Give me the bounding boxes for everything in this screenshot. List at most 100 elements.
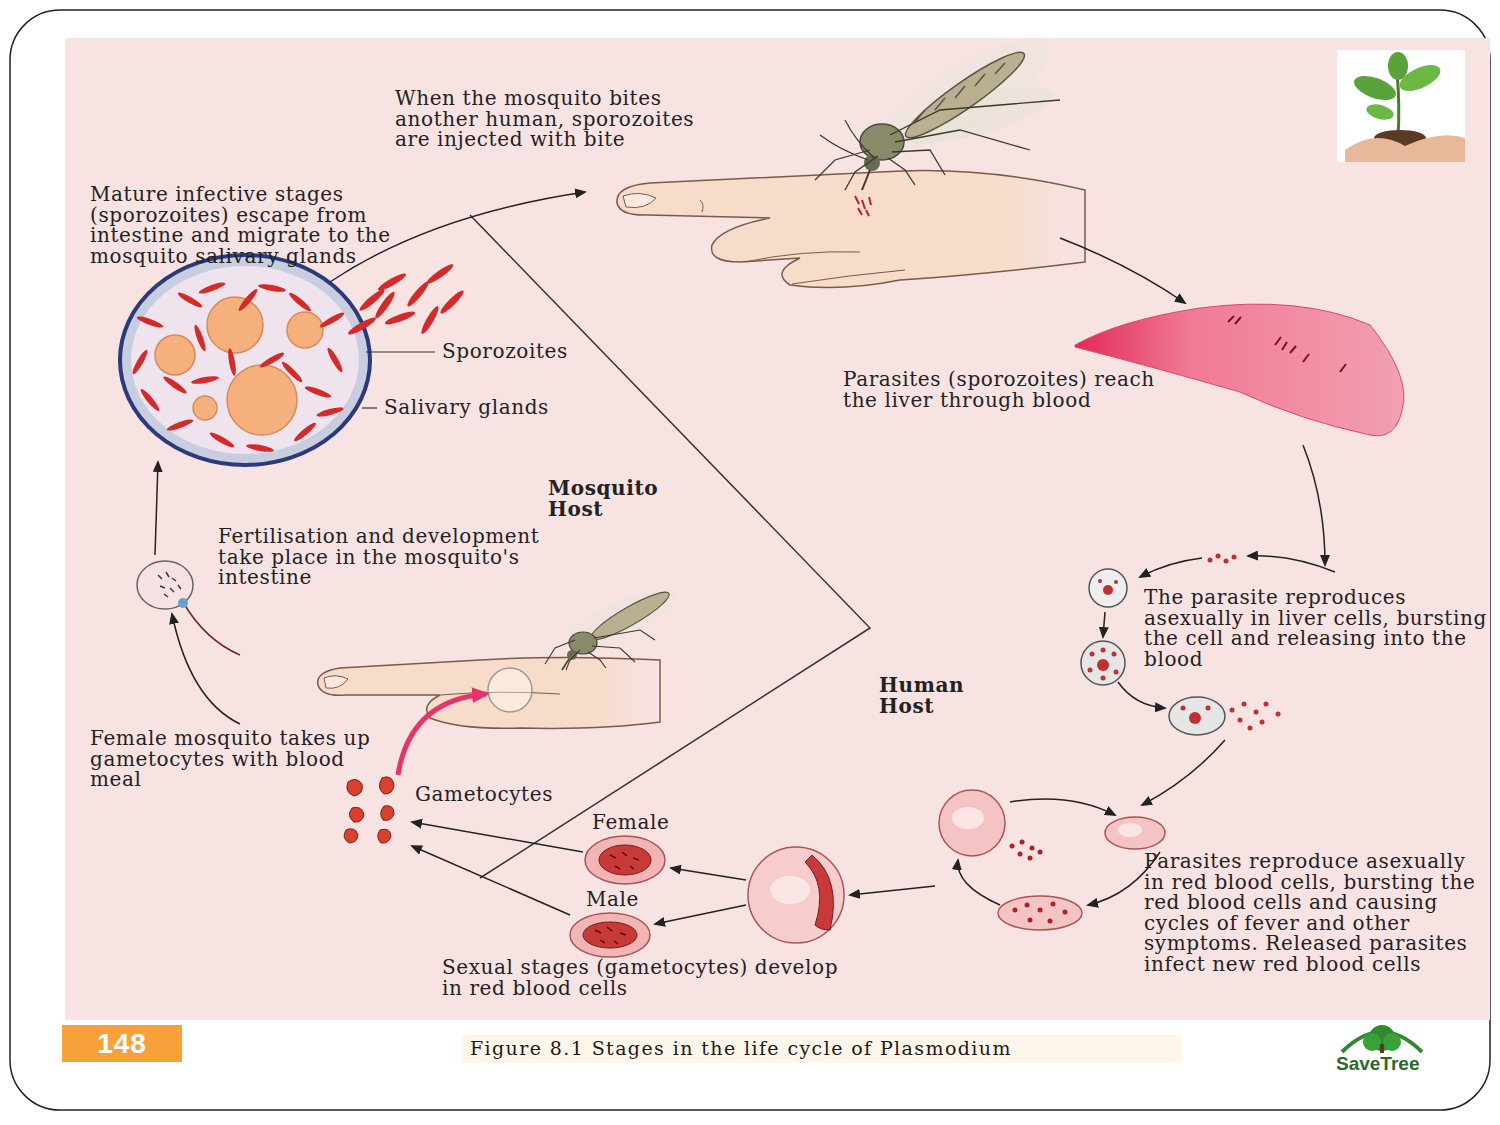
salivary-gland bbox=[139, 387, 162, 412]
gametocyte-blobs bbox=[381, 806, 394, 821]
blood-stages bbox=[1030, 846, 1035, 851]
stage-description: When the mosquito bites another human, s… bbox=[395, 88, 715, 150]
slide-frame bbox=[10, 10, 1490, 1110]
top-hand bbox=[617, 170, 1085, 287]
gametocyte-blobs bbox=[379, 777, 394, 794]
blood-stages bbox=[1020, 840, 1025, 845]
liver-stages bbox=[1103, 585, 1113, 595]
cycle-arrow bbox=[1118, 682, 1165, 708]
salivary-gland bbox=[419, 304, 441, 335]
slide-frame bbox=[10, 10, 1490, 1110]
blood-stages bbox=[1048, 919, 1053, 924]
zygote bbox=[178, 598, 188, 608]
salivary-gland bbox=[425, 262, 455, 286]
liver-stages bbox=[1090, 652, 1095, 657]
liver-stages bbox=[1260, 720, 1265, 725]
blood-stages bbox=[1013, 908, 1018, 913]
liver-stages bbox=[1242, 702, 1247, 707]
plant-image bbox=[1388, 52, 1408, 80]
stage-description: Fertilisation and development take place… bbox=[218, 526, 548, 588]
salivary-gland bbox=[208, 430, 235, 449]
cycle-arrow bbox=[172, 614, 240, 724]
salivary-gland bbox=[258, 283, 287, 294]
liver-stages bbox=[1101, 676, 1106, 681]
zygote bbox=[137, 561, 193, 609]
blood-stages bbox=[1028, 856, 1033, 861]
gametocyte-blobs bbox=[347, 779, 362, 796]
liver-stages bbox=[1276, 712, 1281, 717]
salivary-gland bbox=[131, 266, 359, 454]
top-mosquito bbox=[815, 22, 1062, 216]
plant-image bbox=[1365, 102, 1396, 123]
salivary-gland bbox=[280, 360, 304, 384]
plant-image bbox=[1337, 50, 1465, 162]
salivary-gland bbox=[258, 350, 285, 369]
bottom-hand bbox=[324, 676, 348, 689]
cycle-arrow bbox=[155, 192, 1335, 924]
gametocyte-blobs bbox=[378, 829, 391, 843]
top-mosquito bbox=[864, 155, 880, 171]
salivary-gland bbox=[373, 290, 397, 320]
stage-description: Mature infective stages (sporozoites) es… bbox=[90, 184, 450, 266]
salivary-gland bbox=[304, 384, 332, 399]
liver-stages bbox=[1230, 708, 1235, 713]
host-label: Human Host bbox=[877, 675, 991, 716]
blood-stages bbox=[1051, 902, 1056, 907]
bottom-mosquito bbox=[558, 578, 682, 661]
part-label: Female bbox=[590, 812, 671, 833]
stage-description: Sexual stages (gametocytes) develop in r… bbox=[442, 957, 842, 998]
salivary-gland bbox=[384, 309, 416, 327]
bottom-mosquito bbox=[488, 668, 532, 712]
blood-stages bbox=[585, 836, 665, 884]
top-mosquito bbox=[855, 196, 871, 216]
bottom-hand bbox=[318, 658, 660, 729]
savetree-logo bbox=[1342, 1025, 1422, 1053]
cycle-arrow bbox=[671, 868, 746, 880]
blood-stages bbox=[1105, 817, 1165, 849]
bottom-mosquito bbox=[488, 578, 682, 712]
salivary-gland bbox=[155, 335, 195, 375]
salivary-gland bbox=[292, 421, 317, 444]
top-mosquito bbox=[862, 170, 870, 190]
liver-stages bbox=[1098, 579, 1102, 583]
salivary-gland bbox=[287, 312, 323, 348]
zygote bbox=[183, 602, 240, 655]
blood-stages bbox=[595, 927, 626, 944]
cycle-arrow bbox=[412, 822, 583, 852]
liver-stages bbox=[1101, 648, 1106, 653]
liver-stages bbox=[1088, 668, 1093, 673]
salivary-gland bbox=[193, 396, 217, 420]
blood-stages bbox=[952, 807, 984, 829]
salivary-gland bbox=[316, 405, 345, 418]
blood-stages bbox=[1038, 908, 1043, 913]
salivary-gland bbox=[287, 291, 312, 314]
cycle-arrow bbox=[850, 886, 935, 895]
blood-stages bbox=[1038, 850, 1043, 855]
blood-stages bbox=[1028, 918, 1033, 923]
page-number-box bbox=[62, 1025, 182, 1062]
gametocyte-blobs bbox=[349, 807, 364, 822]
liver-stages bbox=[1169, 697, 1225, 735]
salivary-gland bbox=[120, 255, 370, 465]
cycle-arrow bbox=[155, 462, 158, 555]
liver-stages bbox=[1264, 702, 1269, 707]
liver-stages bbox=[1114, 670, 1119, 675]
liver-stages bbox=[1112, 652, 1117, 657]
liver-stages bbox=[1248, 726, 1253, 731]
cycle-arrow bbox=[958, 860, 1000, 905]
blood-stages bbox=[1025, 903, 1030, 908]
salivary-gland bbox=[155, 297, 323, 435]
blood-stages bbox=[1118, 823, 1142, 837]
liver-stages bbox=[1089, 569, 1127, 607]
salivary-gland bbox=[166, 417, 194, 432]
salivary-gland bbox=[237, 287, 260, 312]
salivary-gland bbox=[191, 375, 220, 386]
liver-stages bbox=[1232, 555, 1237, 560]
blood-stages bbox=[583, 922, 637, 948]
blood-stages bbox=[1063, 910, 1068, 915]
blood-stages bbox=[748, 847, 844, 943]
blood-stages bbox=[570, 913, 650, 957]
top-hand bbox=[700, 200, 703, 212]
salivary-gland bbox=[227, 365, 297, 435]
